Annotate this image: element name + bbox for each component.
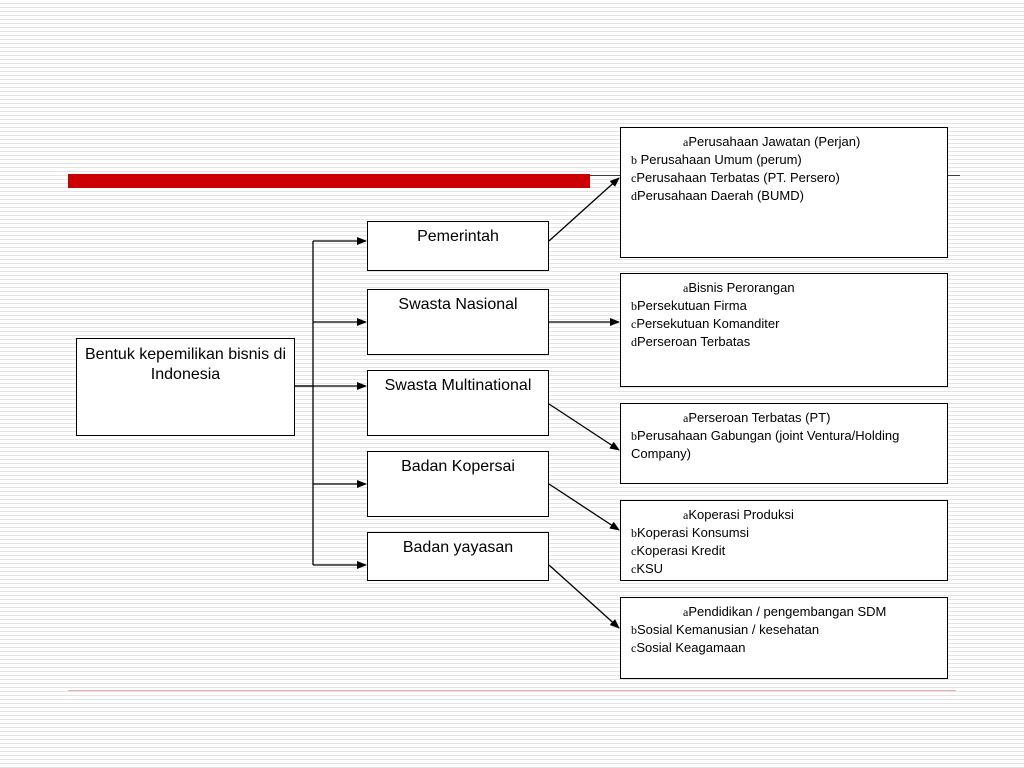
- item-text: Perusahaan Umum (perum): [637, 152, 802, 167]
- item-marker: b: [631, 153, 637, 167]
- detail-item: aBisnis Perorangan: [631, 279, 939, 297]
- detail-box-badan-yayasan: aPendidikan / pengembangan SDM bSosial K…: [620, 597, 948, 679]
- category-label: Pemerintah: [417, 228, 499, 245]
- category-label: Badan yayasan: [402, 539, 514, 556]
- title-accent-bar: [68, 174, 590, 188]
- item-marker: a: [683, 411, 689, 425]
- category-node-badan-yayasan: Badan yayasan: [367, 532, 549, 581]
- item-marker: a: [683, 281, 689, 295]
- item-marker: c: [631, 562, 637, 576]
- item-text: Sosial Keagamaan: [636, 640, 746, 655]
- item-text: KSU: [636, 561, 664, 576]
- detail-box-pemerintah: aPerusahaan Jawatan (Perjan) b Perusahaa…: [620, 127, 948, 258]
- arrow-badan-kopersai-detail: [548, 483, 620, 531]
- item-marker: c: [631, 171, 637, 185]
- item-text: Koperasi Kredit: [636, 543, 726, 558]
- item-text: Persekutuan Komanditer: [636, 316, 780, 331]
- item-marker: b: [631, 526, 637, 540]
- detail-item: bSosial Kemanusian / kesehatan: [631, 621, 939, 639]
- detail-item: aPerseroan Terbatas (PT): [631, 409, 939, 427]
- category-node-badan-kopersai: Badan Kopersai: [367, 451, 549, 517]
- item-text: Koperasi Produksi: [688, 507, 794, 522]
- item-marker: c: [631, 544, 637, 558]
- arrow-pemerintah-detail: [548, 177, 620, 242]
- detail-item: cKSU: [631, 560, 939, 578]
- root-node: Bentuk kepemilikan bisnis di Indonesia: [76, 338, 295, 436]
- category-label: Swasta Multinational: [384, 377, 532, 394]
- item-marker: a: [683, 605, 689, 619]
- footer-divider: [68, 690, 956, 691]
- detail-item: b Perusahaan Umum (perum): [631, 151, 939, 169]
- detail-box-badan-kopersai: aKoperasi Produksi bKoperasi Konsumsi cK…: [620, 500, 948, 581]
- detail-item: dPerseroan Terbatas: [631, 333, 939, 351]
- item-marker: b: [631, 299, 637, 313]
- category-node-swasta-multinational: Swasta Multinational: [367, 370, 549, 436]
- item-text: Perusahaan Jawatan (Perjan): [688, 134, 861, 149]
- item-marker: a: [683, 508, 689, 522]
- item-text: Koperasi Konsumsi: [637, 525, 749, 540]
- detail-item: bPerusahaan Gabungan (joint Ventura/Hold…: [631, 427, 939, 462]
- detail-item: cPersekutuan Komanditer: [631, 315, 939, 333]
- detail-item: aKoperasi Produksi: [631, 506, 939, 524]
- arrow-swasta-multinational-detail: [548, 403, 620, 451]
- item-marker: a: [683, 135, 689, 149]
- item-text: Pendidikan / pengembangan SDM: [688, 604, 887, 619]
- detail-item: dPerusahaan Daerah (BUMD): [631, 187, 939, 205]
- item-text: Perseroan Terbatas: [637, 334, 751, 349]
- detail-item: bKoperasi Konsumsi: [631, 524, 939, 542]
- item-text: Perseroan Terbatas (PT): [688, 410, 831, 425]
- item-text: Sosial Kemanusian / kesehatan: [637, 622, 820, 637]
- item-marker: b: [631, 623, 637, 637]
- item-marker: d: [631, 335, 637, 349]
- detail-item: cPerusahaan Terbatas (PT. Persero): [631, 169, 939, 187]
- root-node-label: Bentuk kepemilikan bisnis di Indonesia: [85, 346, 286, 383]
- detail-box-swasta-multinational: aPerseroan Terbatas (PT) bPerusahaan Gab…: [620, 403, 948, 484]
- item-text: Perusahaan Terbatas (PT. Persero): [636, 170, 840, 185]
- item-text: Persekutuan Firma: [637, 298, 747, 313]
- item-marker: c: [631, 317, 637, 331]
- item-text: Bisnis Perorangan: [688, 280, 795, 295]
- detail-item: bPersekutuan Firma: [631, 297, 939, 315]
- category-node-pemerintah: Pemerintah: [367, 221, 549, 271]
- category-label: Badan Kopersai: [401, 458, 515, 475]
- detail-item: cKoperasi Kredit: [631, 542, 939, 560]
- detail-item: aPendidikan / pengembangan SDM: [631, 603, 939, 621]
- item-marker: d: [631, 189, 637, 203]
- detail-item: cSosial Keagamaan: [631, 639, 939, 657]
- detail-item: aPerusahaan Jawatan (Perjan): [631, 133, 939, 151]
- category-node-swasta-nasional: Swasta Nasional: [367, 289, 549, 355]
- item-marker: c: [631, 641, 637, 655]
- item-marker: b: [631, 429, 637, 443]
- item-text: Perusahaan Gabungan (joint Ventura/Holdi…: [631, 428, 900, 461]
- item-text: Perusahaan Daerah (BUMD): [637, 188, 804, 203]
- detail-box-swasta-nasional: aBisnis Perorangan bPersekutuan Firma cP…: [620, 273, 948, 387]
- arrow-badan-yayasan-detail: [548, 564, 620, 629]
- category-label: Swasta Nasional: [398, 296, 518, 313]
